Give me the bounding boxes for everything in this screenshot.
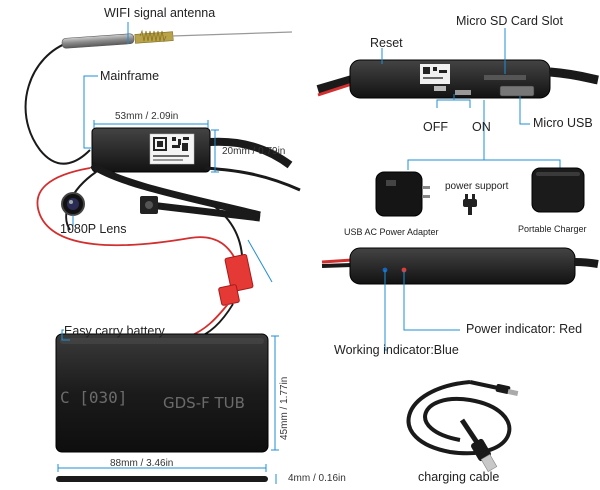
label-portable-charger: Portable Charger (518, 224, 587, 234)
label-power-support: power support (445, 181, 509, 192)
module-indicators (321, 247, 599, 285)
label-power-indicator: Power indicator: Red (466, 322, 583, 336)
label-battery: Easy carry battery (64, 324, 165, 338)
label-reset: Reset (370, 36, 403, 50)
label-working-indicator: Working indicator:Blue (334, 343, 459, 357)
portable-charger (531, 167, 585, 213)
label-micro-usb: Micro USB (533, 116, 593, 130)
battery-pack (55, 333, 269, 453)
mainframe-board (91, 127, 211, 173)
label-mainframe: Mainframe (100, 69, 160, 83)
label-lens: 1080P Lens (60, 222, 127, 236)
plug-icon (463, 194, 477, 215)
label-sd-slot: Micro SD Card Slot (456, 14, 563, 28)
label-off: OFF (423, 120, 448, 134)
wifi-antenna (24, 29, 293, 165)
label-on: ON (472, 120, 491, 134)
usb-ac-adapter (375, 171, 430, 217)
dim-battery-height: 45mm / 1.77in (279, 376, 290, 440)
battery-print-brand: GDS-F TUB (163, 394, 245, 412)
battery-connector (218, 253, 254, 306)
camera-lens (61, 192, 158, 216)
dim-battery-width: 88mm / 3.46in (110, 458, 174, 469)
dim-mainframe-height: 20mm / 0.79in (222, 146, 286, 157)
label-charging-cable: charging cable (418, 470, 500, 484)
battery-print-code: C [030] (60, 388, 128, 407)
charging-cable (406, 380, 519, 472)
dim-mainframe-width: 53mm / 2.09in (115, 111, 179, 122)
dim-battery-thickness: 4mm / 0.16in (288, 473, 346, 484)
label-wifi-antenna: WIFI signal antenna (104, 6, 216, 20)
module-top (316, 59, 599, 99)
label-ac-adapter: USB AC Power Adapter (344, 227, 439, 237)
